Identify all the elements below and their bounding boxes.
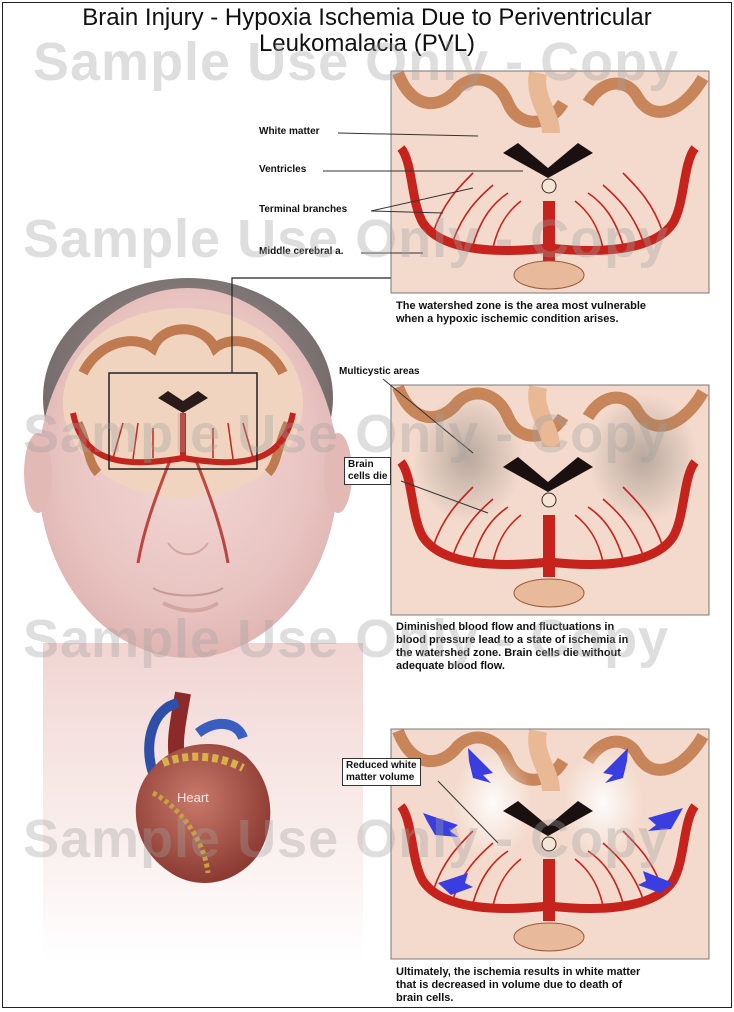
label-reduced-white-matter: Reduced white matter volume (342, 758, 421, 786)
medical-illustration (3, 3, 732, 1008)
caption-3-line-3: brain cells. (396, 992, 640, 1005)
label-brain-cells-die-line-1: Brain (348, 459, 387, 471)
caption-1-line-2: when a hypoxic ischemic condition arises… (396, 313, 646, 326)
caption-2-line-4: adequate blood flow. (396, 660, 628, 673)
caption-2-line-2: blood pressure lead to a state of ischem… (396, 634, 628, 647)
label-heart: Heart (177, 790, 209, 805)
label-reduced-line-1: Reduced white (346, 760, 417, 772)
caption-3-line-1: Ultimately, the ischemia results in whit… (396, 966, 640, 979)
label-ventricles: Ventricles (259, 164, 306, 175)
caption-panel-1: The watershed zone is the area most vuln… (396, 300, 646, 326)
caption-3-line-2: that is decreased in volume due to death… (396, 979, 640, 992)
panel-2-brain (391, 385, 709, 615)
caption-2-line-1: Diminished blood flow and fluctuations i… (396, 621, 628, 634)
panel-3-brain (391, 729, 709, 959)
caption-2-line-3: the watershed zone. Brain cells die with… (396, 647, 628, 660)
label-reduced-line-2: matter volume (346, 772, 417, 784)
label-brain-cells-die-line-2: cells die (348, 471, 387, 483)
page-title: Brain Injury - Hypoxia Ischemia Due to P… (3, 5, 731, 57)
label-terminal-branches: Terminal branches (259, 204, 347, 215)
label-multicystic: Multicystic areas (339, 366, 420, 377)
title-line-2: Leukomalacia (PVL) (3, 31, 731, 57)
title-line-1: Brain Injury - Hypoxia Ischemia Due to P… (3, 5, 731, 31)
panel-1-brain (391, 71, 709, 293)
caption-1-line-1: The watershed zone is the area most vuln… (396, 300, 646, 313)
label-white-matter: White matter (259, 126, 320, 137)
label-middle-cerebral: Middle cerebral a. (259, 246, 343, 257)
caption-panel-3: Ultimately, the ischemia results in whit… (396, 966, 640, 1005)
label-brain-cells-die: Brain cells die (344, 457, 391, 485)
caption-panel-2: Diminished blood flow and fluctuations i… (396, 621, 628, 673)
